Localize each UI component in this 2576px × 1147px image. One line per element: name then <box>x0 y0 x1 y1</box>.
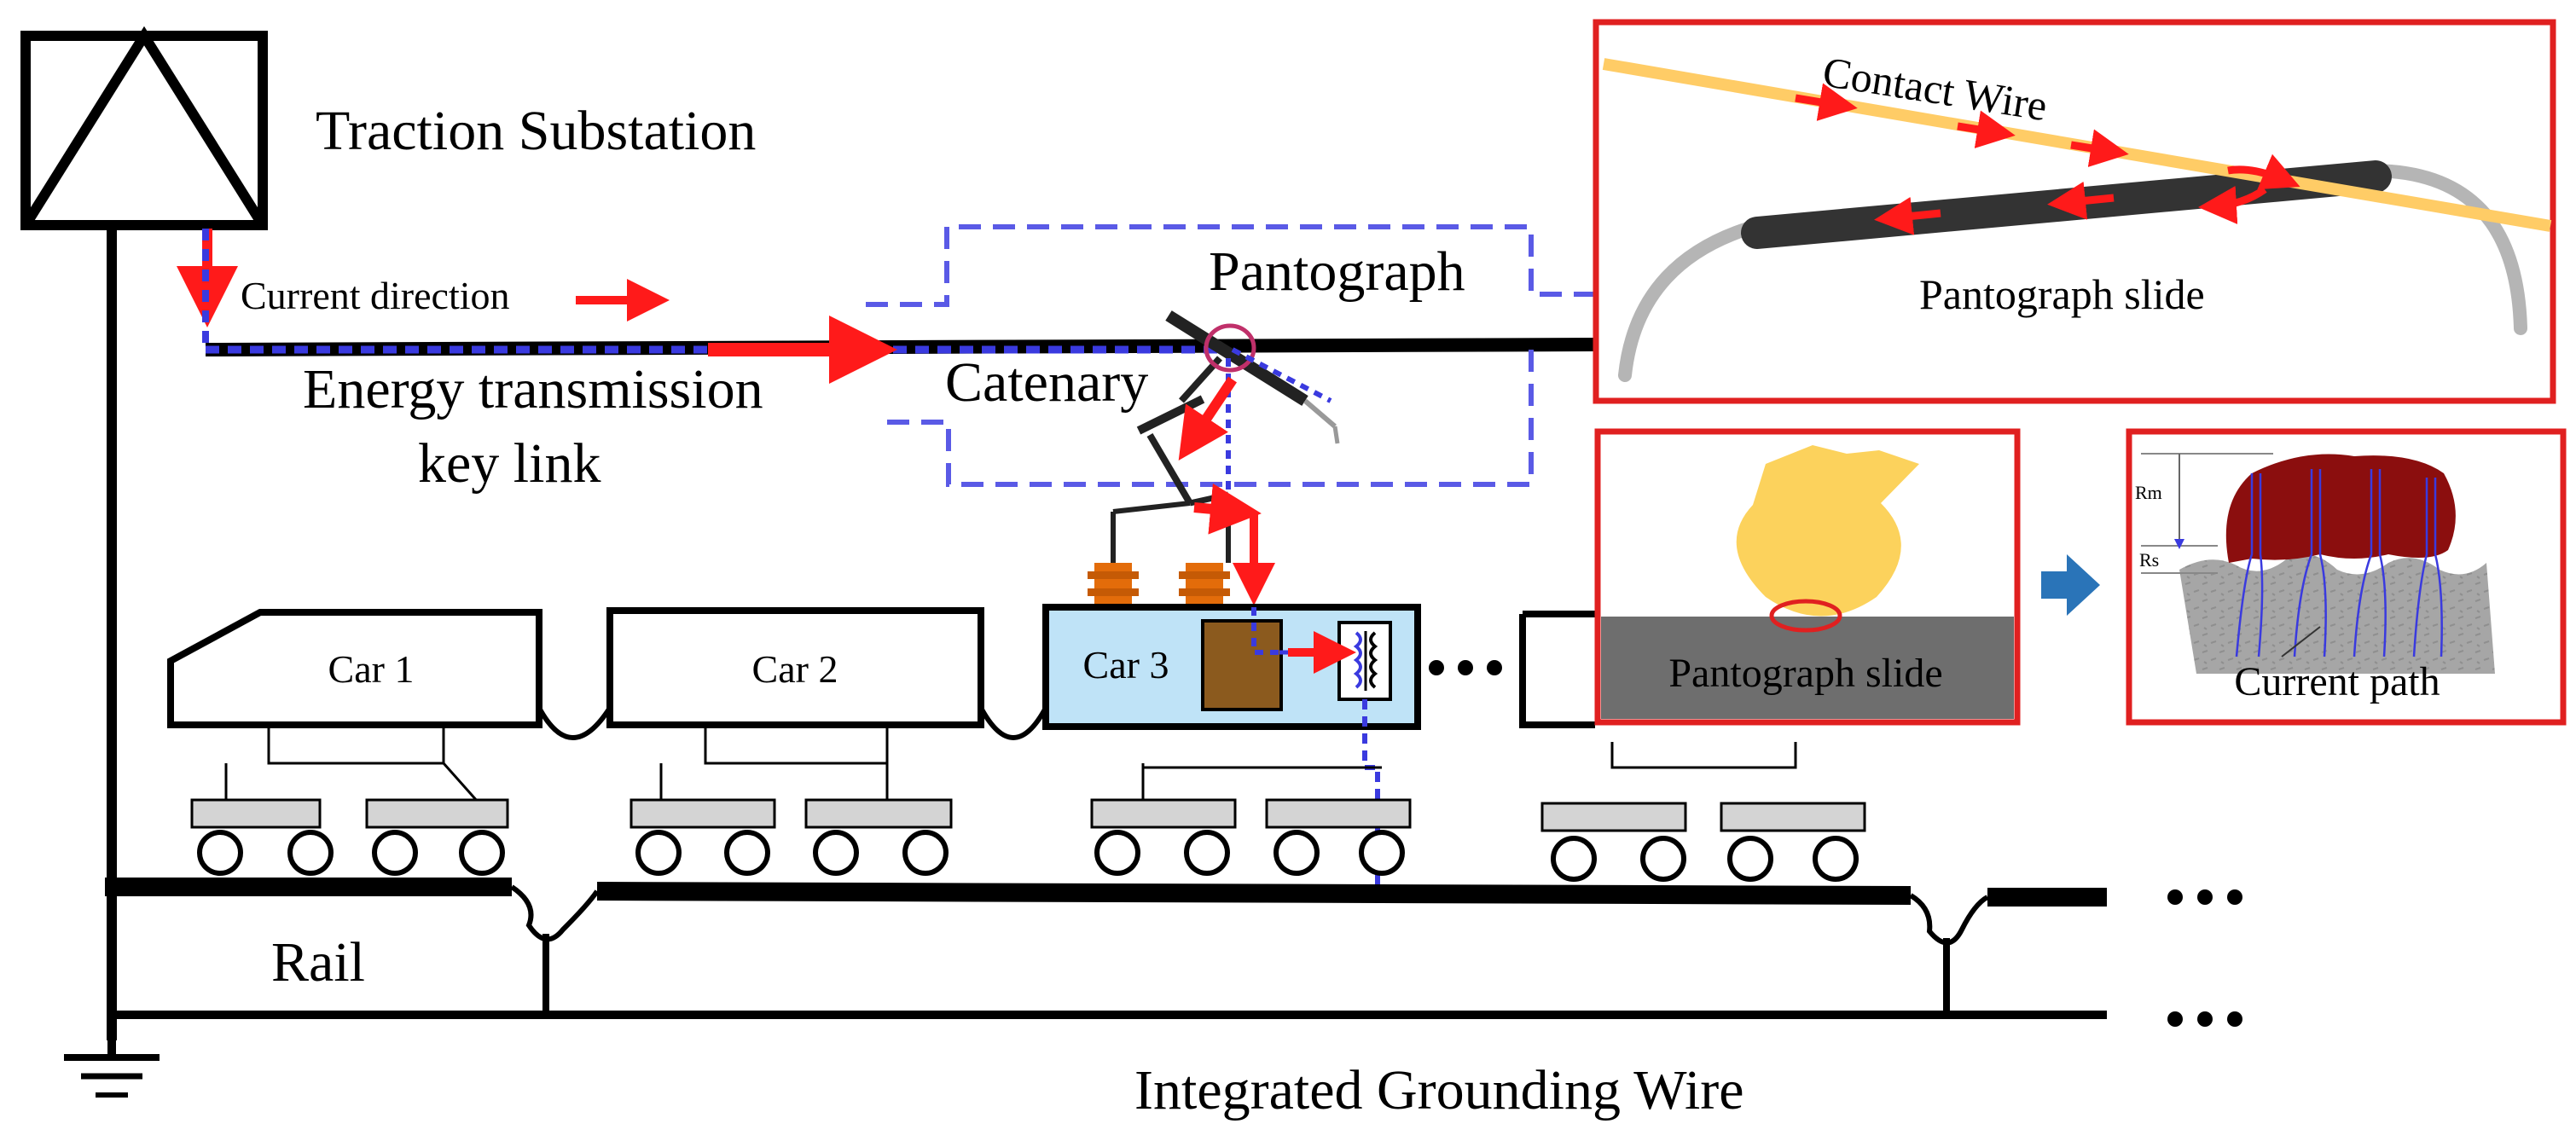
coupler-2-3 <box>978 706 1048 740</box>
roof-current-arrow <box>1193 483 1262 535</box>
pantograph-slide-label: Pantograph slide <box>1919 270 2205 318</box>
traction-substation-symbol <box>20 26 268 230</box>
traction-converter <box>1201 619 1283 711</box>
grounding-wire-label: Integrated Grounding Wire <box>1134 1059 1744 1121</box>
inset-slide-section: Pantograph slide <box>1594 428 2021 726</box>
rm-label: Rm <box>2135 482 2162 503</box>
rail-ellipsis <box>2167 889 2242 905</box>
process-arrow <box>2041 554 2100 616</box>
rough-surface <box>2179 554 2495 674</box>
pantograph-mechanism <box>1111 310 1340 563</box>
ellipsis-cars <box>1429 660 1502 675</box>
callout-box-bottom <box>887 350 1534 487</box>
ground-symbol <box>64 1040 160 1098</box>
pantograph-current-arrow <box>1178 376 1237 461</box>
energy-link-label-line2: key link <box>418 432 600 495</box>
rs-label: Rs <box>2139 549 2159 571</box>
roof-insulators <box>1088 563 1230 607</box>
current-lines <box>2235 469 2443 657</box>
rail <box>105 878 2107 946</box>
car-1: Car 1 <box>167 609 542 728</box>
inset-contact-wire: Contact Wire Pantograph slide <box>1593 19 2556 404</box>
car-3: Car 3 <box>1042 604 1421 730</box>
current-direction-label: Current direction <box>241 274 510 317</box>
contact-spot-marker <box>1769 599 1842 633</box>
car-4-partial <box>1519 611 1595 728</box>
asperity <box>2225 454 2456 563</box>
traction-substation-label: Traction Substation <box>316 100 756 162</box>
rail-label: Rail <box>271 931 365 993</box>
car-2-label: Car 2 <box>752 647 838 691</box>
contact-shoe <box>1736 445 1919 617</box>
wheels <box>197 830 1859 882</box>
bogies <box>190 725 1866 832</box>
car-2: Car 2 <box>606 607 984 728</box>
pantograph-label: Pantograph <box>1209 240 1465 303</box>
callout-box-top <box>866 224 1595 307</box>
car-1-label: Car 1 <box>328 647 415 691</box>
car-3-label: Car 3 <box>1083 643 1169 686</box>
catenary-label: Catenary <box>945 351 1148 414</box>
ground-ellipsis <box>2167 1011 2242 1027</box>
current-path-label: Current path <box>2234 659 2440 704</box>
energy-link-label-line1: Energy transmission <box>303 358 763 420</box>
slide-section-label: Pantograph slide <box>1668 651 1942 696</box>
coupler-1-2 <box>537 706 612 740</box>
inset-micro-contact: Rm Rs Current path <box>2126 428 2567 726</box>
